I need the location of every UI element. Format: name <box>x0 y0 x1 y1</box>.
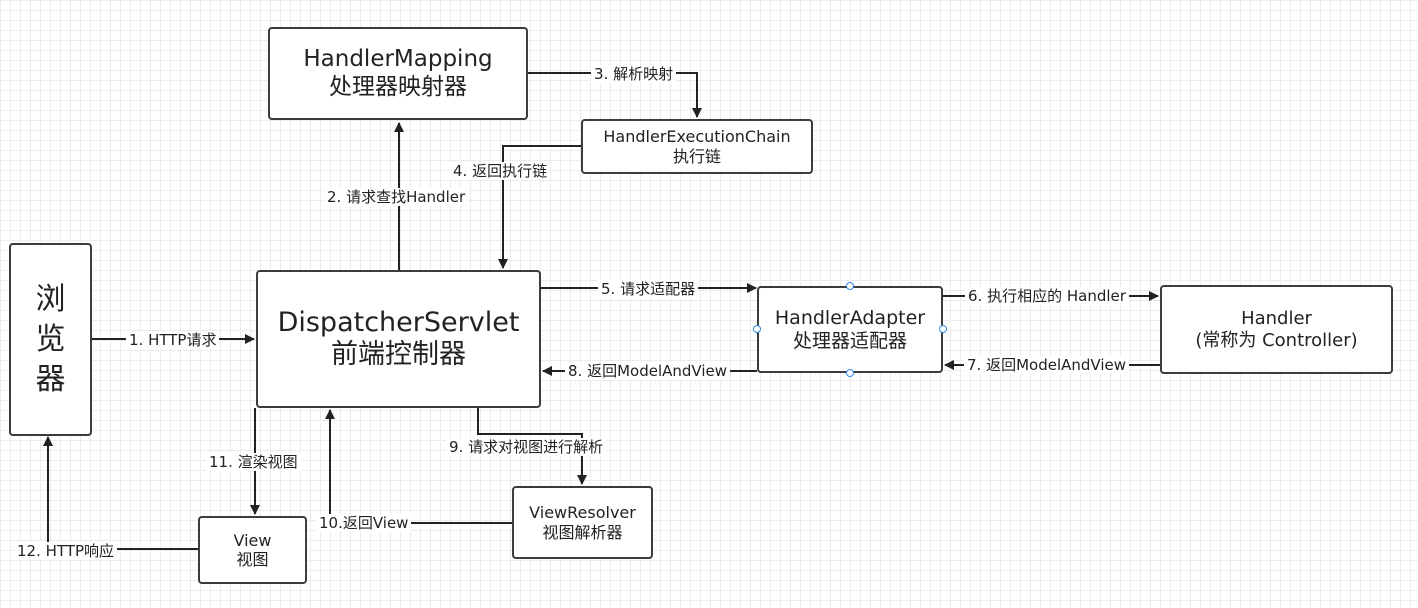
execution-chain-subtitle: 执行链 <box>672 146 721 166</box>
edge-10-line <box>325 409 512 524</box>
view-title: View <box>233 530 272 550</box>
edge-1-label: 1. HTTP请求 <box>126 331 220 349</box>
view-resolver-node[interactable]: ViewResolver 视图解析器 <box>512 486 653 559</box>
edge-9-line <box>477 408 587 485</box>
browser-node[interactable]: 浏 览 器 <box>9 243 92 436</box>
edge-3-label: 3. 解析映射 <box>591 65 677 83</box>
handler-node[interactable]: Handler (常称为 Controller) <box>1160 285 1393 374</box>
edge-10-label: 10.返回View <box>316 514 412 532</box>
edge-6-label: 6. 执行相应的 Handler <box>965 287 1129 305</box>
selection-handle-right[interactable] <box>939 325 947 333</box>
edge-4-line <box>498 145 581 269</box>
handler-title: Handler <box>1241 307 1312 329</box>
browser-title: 浏 览 器 <box>35 281 66 397</box>
edge-3-line <box>528 72 702 118</box>
edge-12-line <box>43 436 198 550</box>
selection-handle-left[interactable] <box>753 325 761 333</box>
handler-adapter-node[interactable]: HandlerAdapter 处理器适配器 <box>757 286 943 373</box>
handler-subtitle: (常称为 Controller) <box>1195 329 1358 351</box>
selection-handle-bottom[interactable] <box>846 369 854 377</box>
view-node[interactable]: View 视图 <box>198 516 307 584</box>
selection-handle-top[interactable] <box>846 282 854 290</box>
handler-mapping-title: HandlerMapping <box>303 45 493 72</box>
edge-2-label: 2. 请求查找Handler <box>324 188 469 206</box>
edge-5-label: 5. 请求适配器 <box>598 280 699 298</box>
view-subtitle: 视图 <box>236 550 269 569</box>
view-resolver-subtitle: 视图解析器 <box>542 522 623 542</box>
execution-chain-title: HandlerExecutionChain <box>603 127 791 147</box>
handler-mapping-subtitle: 处理器映射器 <box>329 73 467 100</box>
edge-4-label: 4. 返回执行链 <box>450 162 551 180</box>
view-resolver-title: ViewResolver <box>529 503 636 523</box>
dispatcher-subtitle: 前端控制器 <box>331 339 466 370</box>
handler-adapter-title: HandlerAdapter <box>774 306 926 329</box>
handler-mapping-node[interactable]: HandlerMapping 处理器映射器 <box>268 27 528 120</box>
edge-9-label: 9. 请求对视图进行解析 <box>446 438 607 456</box>
dispatcher-servlet-node[interactable]: DispatcherServlet 前端控制器 <box>256 270 541 408</box>
handler-adapter-subtitle: 处理器适配器 <box>792 329 907 352</box>
edge-11-label: 11. 渲染视图 <box>206 453 301 471</box>
dispatcher-title: DispatcherServlet <box>277 306 520 338</box>
edge-7-label: 7. 返回ModelAndView <box>964 356 1130 374</box>
execution-chain-node[interactable]: HandlerExecutionChain 执行链 <box>581 119 813 174</box>
edge-12-label: 12. HTTP响应 <box>14 542 118 560</box>
edge-8-label: 8. 返回ModelAndView <box>565 362 731 380</box>
